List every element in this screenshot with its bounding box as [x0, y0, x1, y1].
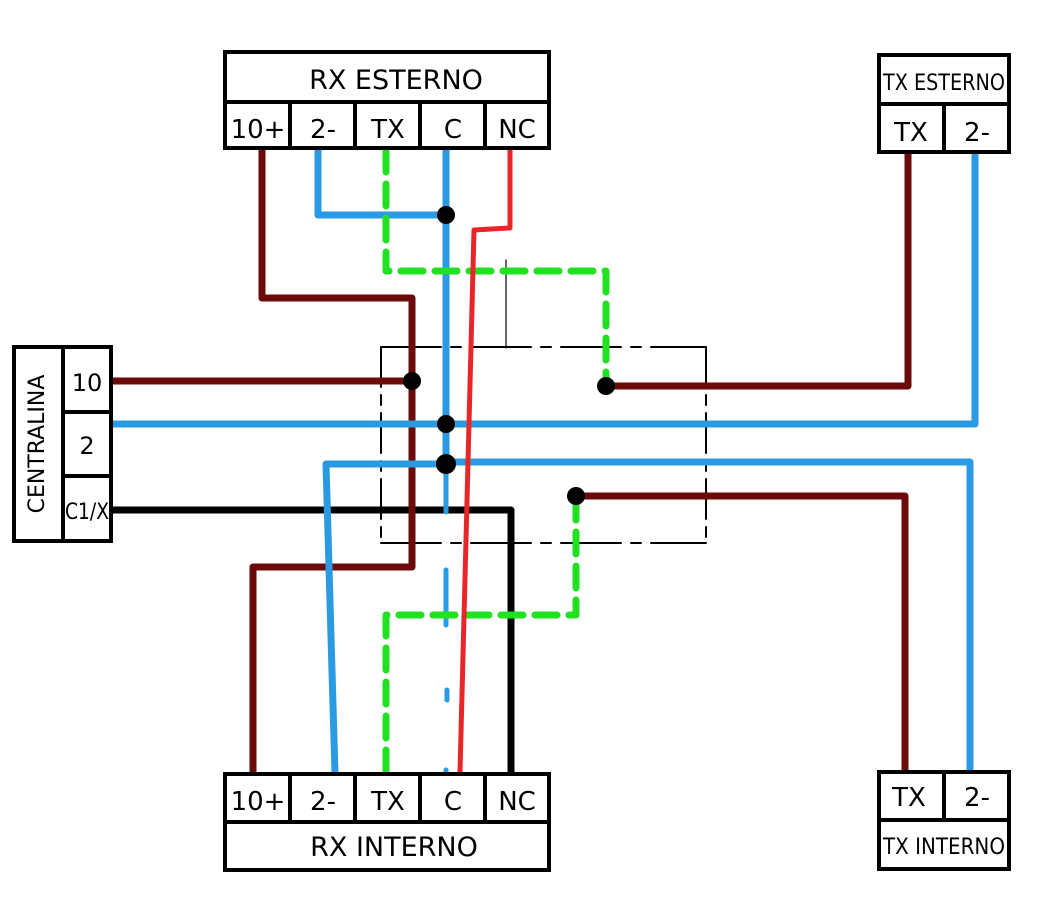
terminal-label: TX: [370, 787, 405, 817]
junction-dot: [403, 372, 421, 390]
terminal-label: TX: [370, 115, 405, 145]
centralina-block: CENTRALINA 10 2 C1/X: [12, 345, 113, 543]
junction-dots: [403, 206, 615, 505]
rx-esterno-title: RX ESTERNO: [309, 65, 483, 96]
tx-esterno-block: TX ESTERNO TX 2-: [877, 53, 1011, 154]
wire-common-black: [108, 506, 515, 778]
terminal-label: 2-: [964, 783, 990, 813]
centralina-title: CENTRALINA: [25, 375, 50, 514]
wire-rx-interno-c: [443, 467, 450, 777]
junction-dot: [437, 415, 455, 433]
terminal-label: TX: [891, 783, 926, 813]
wire-rx-esterno-tx-signal: [382, 146, 610, 390]
junction-dot: [437, 206, 455, 224]
terminal-label: 2-: [310, 115, 336, 145]
terminal-label: 2: [79, 432, 94, 460]
wire-tx-interno-2minus: [442, 458, 974, 776]
wire-tx-interno-tx: [572, 492, 909, 776]
tx-interno-block: TX 2- TX INTERNO: [877, 770, 1011, 871]
junction-dot: [567, 487, 585, 505]
junction-dot: [597, 377, 615, 395]
terminal-label: 10+: [231, 115, 286, 145]
terminal-label: C: [444, 787, 462, 817]
terminal-label: 10: [72, 369, 103, 397]
terminal-label: C1/X: [65, 500, 109, 525]
junction-dot: [436, 454, 456, 474]
terminal-label: TX: [893, 118, 928, 148]
rx-interno-title: RX INTERNO: [310, 832, 478, 863]
wire-tx-esterno-tx: [603, 146, 912, 390]
tx-esterno-title: TX ESTERNO: [882, 71, 1005, 96]
terminal-label: 2-: [310, 787, 336, 817]
wire-rx-interno-2minus: [322, 460, 450, 778]
wire-rx-interno-tx-signal: [382, 492, 580, 776]
terminal-label: NC: [498, 115, 536, 145]
rx-esterno-block: RX ESTERNO 10+ 2- TX C NC: [223, 50, 551, 150]
wire-centralina-2: [106, 146, 979, 428]
terminal-label: 10+: [231, 787, 286, 817]
terminal-label: NC: [498, 787, 536, 817]
terminal-label: 2-: [964, 118, 990, 148]
wire-rx-esterno-2minus: [314, 144, 450, 219]
terminal-label: C: [444, 115, 462, 145]
junction-box-outline: [380, 259, 707, 544]
rx-interno-block: 10+ 2- TX C NC RX INTERNO: [223, 772, 551, 872]
wire-nc-contact-red: [457, 147, 513, 775]
wire-rx-esterno-10plus: [249, 144, 416, 778]
tx-interno-title: TX INTERNO: [882, 835, 1005, 860]
